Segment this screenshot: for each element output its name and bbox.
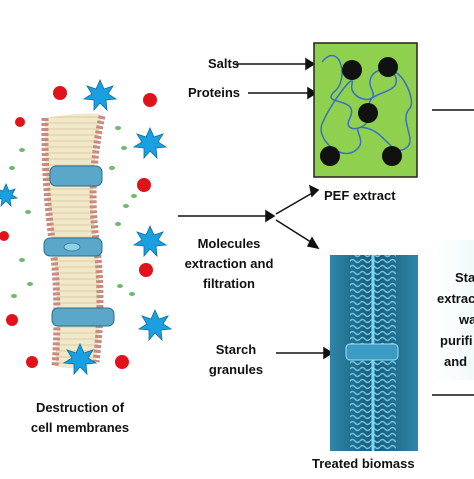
starch-label-line2: granules bbox=[208, 362, 264, 377]
treated-biomass-label: Treated biomass bbox=[312, 456, 415, 471]
molecules-label-line2: extraction and bbox=[184, 256, 274, 271]
starburst-icon bbox=[0, 79, 173, 376]
pef-extract-label: PEF extract bbox=[324, 188, 396, 203]
right-label-line4: purifi bbox=[440, 333, 473, 348]
protein-strand bbox=[320, 54, 413, 155]
salt-particle bbox=[320, 146, 340, 166]
molecules-label-line3: filtration bbox=[203, 276, 255, 291]
right-label-line1: Sta bbox=[455, 270, 474, 285]
destruction-label-line2: cell membranes bbox=[30, 420, 130, 435]
ion-dot-icon bbox=[0, 86, 157, 369]
salt-particle bbox=[382, 146, 402, 166]
destruction-label-line1: Destruction of bbox=[35, 400, 125, 415]
vesicle-icon bbox=[9, 126, 137, 298]
molecules-label-line1: Molecules bbox=[197, 236, 261, 251]
right-label-line2: extrac bbox=[437, 291, 474, 306]
starch-label-line1: Starch bbox=[215, 342, 257, 357]
flow-arrows bbox=[178, 57, 474, 396]
right-panel-bg bbox=[434, 240, 474, 380]
treated-biomass-image bbox=[330, 255, 418, 451]
pef-extract-box bbox=[313, 42, 418, 178]
salts-label: Salts bbox=[208, 56, 240, 71]
salt-particle bbox=[378, 57, 398, 77]
membrane-protein-icon bbox=[43, 165, 115, 327]
proteins-label: Proteins bbox=[188, 85, 241, 100]
right-label-line5: and bbox=[444, 354, 468, 369]
salt-particle bbox=[342, 60, 362, 80]
right-label-line3: wa bbox=[459, 312, 474, 327]
salt-particle bbox=[358, 103, 378, 123]
